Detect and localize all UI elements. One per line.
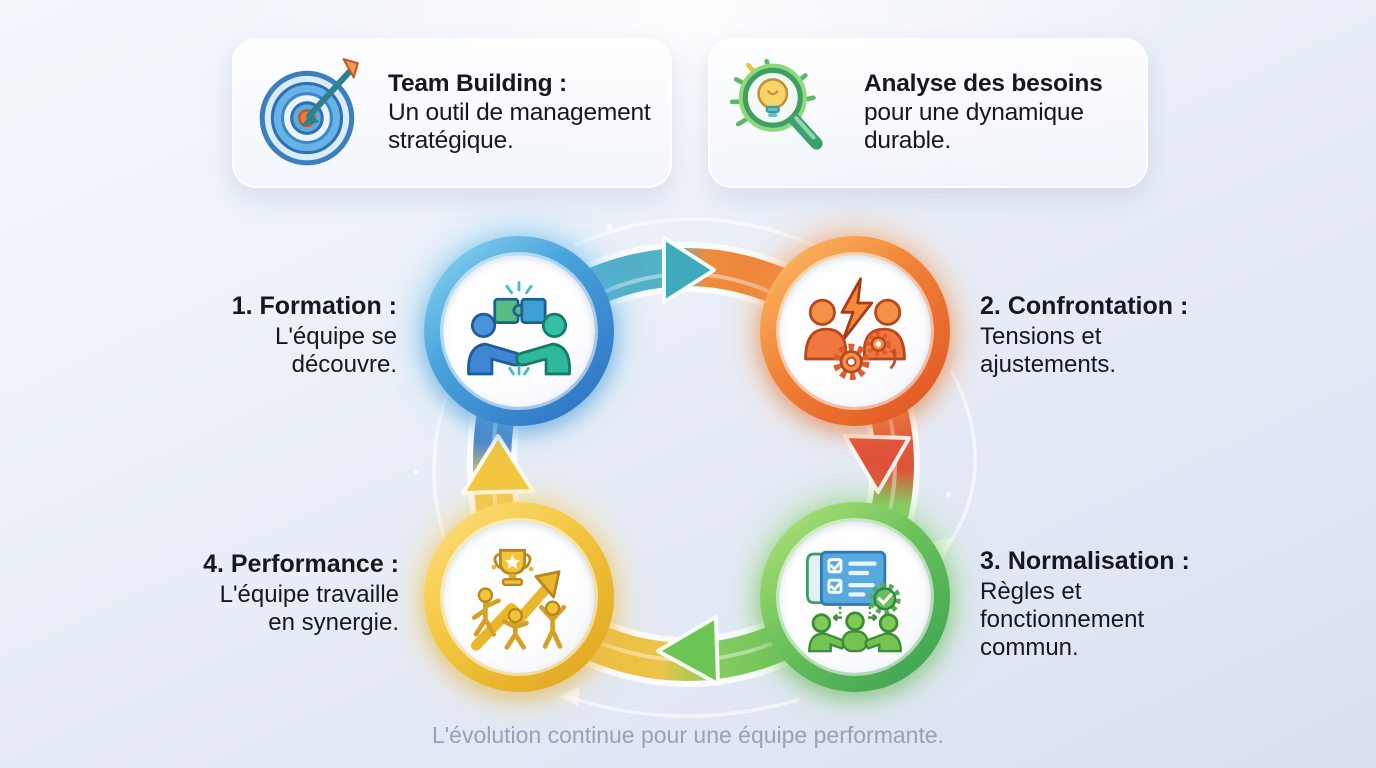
stage-node-inner (443, 255, 595, 407)
card-body: Un outil de management stratégique. (388, 98, 651, 155)
card-title: Analyse des besoins (864, 69, 1103, 97)
stage-description: L'équipe travaille en synergie. (219, 581, 399, 636)
target-arrow-icon (259, 58, 359, 166)
stage-name: Performance : (230, 550, 399, 578)
stage-title: 4. Performance : (199, 550, 399, 578)
stage-number: 4. (203, 550, 224, 578)
stage-title: 2. Confrontation : (980, 292, 1200, 320)
stage-node-confrontation (760, 236, 950, 426)
stage-node-inner (443, 521, 595, 673)
arrow-left-head (461, 434, 535, 495)
stage-label-normalisation: 3. Normalisation : Règles et fonctionnem… (980, 547, 1200, 661)
stage-name: Formation : (259, 292, 398, 320)
stage-number: 2. (980, 292, 1001, 320)
rules-board-icon (806, 550, 902, 653)
stage-name: Normalisation : (1007, 547, 1190, 575)
stage-title: 3. Normalisation : (980, 547, 1200, 575)
handshake-puzzle-icon (467, 281, 571, 376)
stage-node-normalisation (760, 502, 950, 692)
stage-node-inner (779, 521, 931, 673)
stage-number: 1. (231, 292, 253, 320)
stage-description: Règles et fonctionnement commun. (980, 578, 1145, 661)
arrow-bottom-head (656, 615, 720, 686)
decorative-outer-arcs (432, 217, 977, 718)
stage-description: Tensions et ajustements. (980, 323, 1117, 378)
arrow-right-head (843, 434, 911, 494)
card-team-building: Team Building :Un outil de management st… (232, 38, 672, 188)
stage-name: Confrontation : (1007, 292, 1189, 320)
stage-label-performance: 4. Performance : L'équipe travaille en s… (199, 550, 399, 637)
footer-caption: L'évolution continue pour une équipe per… (431, 722, 945, 748)
arrow-top-head (662, 236, 716, 304)
stage-label-formation: 1. Formation : L'équipe se découvre. (222, 292, 397, 379)
magnifier-lightbulb-icon (729, 58, 823, 150)
card-title: Team Building : (388, 69, 567, 97)
growth-trophy-icon (470, 548, 567, 651)
stage-title: 1. Formation : (222, 292, 397, 320)
card-text: Team Building :Un outil de management st… (388, 70, 654, 157)
card-body: pour une dynamique durable. (864, 98, 1084, 155)
stage-node-formation (424, 236, 614, 426)
stage-number: 3. (980, 547, 1001, 575)
stage-node-performance (424, 502, 614, 692)
conflict-gears-icon (804, 277, 906, 380)
stage-node-inner (779, 255, 931, 407)
stage-label-confrontation: 2. Confrontation : Tensions et ajustemen… (980, 292, 1200, 379)
stage-description: L'équipe se découvre. (274, 323, 397, 378)
